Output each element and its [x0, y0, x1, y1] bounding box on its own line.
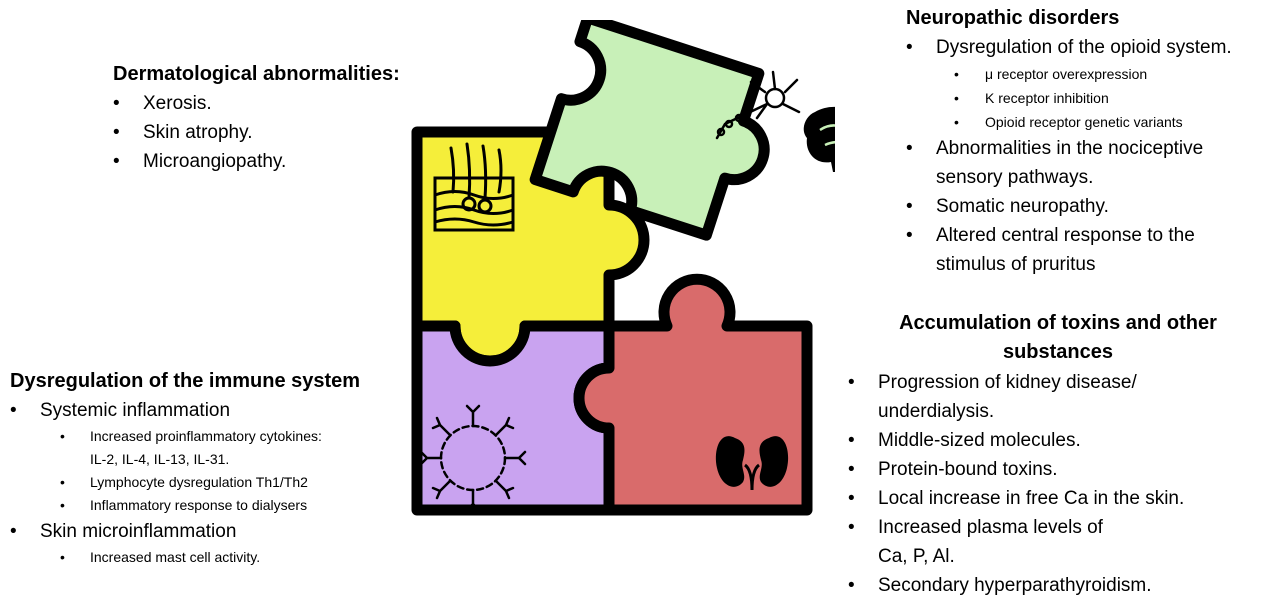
list-item: Secondary hyperparathyroidism.: [848, 571, 1268, 600]
list-item-line: Ca, P, Al.: [878, 546, 955, 567]
green-puzzle-piece: [529, 20, 770, 241]
sub-list-item-line: IL-2, IL-4, IL-13, IL-31.: [90, 451, 230, 467]
sub-list-item: Increased proinflammatory cytokines: IL-…: [10, 425, 410, 471]
toxins-title-line: Accumulation of toxins and other: [899, 312, 1217, 334]
list-item: Microangiopathy.: [113, 147, 400, 176]
immune-list: Systemic inflammation Increased proinfla…: [10, 396, 410, 569]
list-item: Progression of kidney disease/ underdial…: [848, 368, 1268, 426]
dermatological-title: Dermatological abnormalities:: [113, 63, 400, 85]
list-item: Skin atrophy.: [113, 118, 400, 147]
list-item: Local increase in free Ca in the skin.: [848, 484, 1268, 513]
sub-list-item: Increased mast cell activity.: [10, 546, 410, 569]
puzzle-graphic: [411, 20, 835, 516]
immune-title: Dysregulation of the immune system: [10, 370, 361, 392]
list-item-line: stimulus of pruritus: [936, 254, 1096, 275]
sub-list-item: μ receptor overexpression: [906, 62, 1274, 86]
immune-section: Dysregulation of the immune system Syste…: [10, 367, 410, 569]
list-item-line: underdialysis.: [878, 401, 995, 422]
toxins-section: Accumulation of toxins and other substan…: [848, 309, 1268, 600]
list-item: Systemic inflammation: [10, 396, 410, 425]
skin-layers-icon: [433, 142, 515, 232]
sub-list-item-line: Increased proinflammatory cytokines:: [90, 428, 322, 444]
sub-list-item: Opioid receptor genetic variants: [906, 110, 1274, 134]
list-item: Protein-bound toxins.: [848, 455, 1268, 484]
neuropathic-list: Dysregulation of the opioid system. μ re…: [906, 33, 1274, 279]
list-item-line: Progression of kidney disease/: [878, 372, 1137, 393]
antibody-cell-icon: [419, 404, 527, 512]
list-item-line: sensory pathways.: [936, 167, 1094, 188]
neuron-icon: [715, 70, 801, 140]
list-item: Abnormalities in the nociceptive sensory…: [906, 134, 1274, 192]
list-item: Altered central response to the stimulus…: [906, 221, 1274, 279]
list-item: Increased plasma levels of Ca, P, Al.: [848, 513, 1268, 571]
red-puzzle-piece: [573, 273, 813, 516]
list-item: Middle-sized molecules.: [848, 426, 1268, 455]
list-item: Skin microinflammation: [10, 517, 410, 546]
toxins-list: Progression of kidney disease/ underdial…: [848, 368, 1268, 600]
toxins-title: Accumulation of toxins and other substan…: [848, 309, 1268, 367]
list-item-line: Altered central response to the: [936, 225, 1195, 246]
kidney-icon: [715, 436, 789, 491]
neuropathic-section: Neuropathic disorders Dysregulation of t…: [906, 4, 1274, 279]
sub-list-item: K receptor inhibition: [906, 86, 1274, 110]
list-item: Somatic neuropathy.: [906, 192, 1274, 221]
list-item-line: Increased plasma levels of: [878, 517, 1103, 538]
list-item: Xerosis.: [113, 89, 400, 118]
list-item-line: Abnormalities in the nociceptive: [936, 138, 1204, 159]
dermatological-section: Dermatological abnormalities: Xerosis. S…: [113, 60, 400, 176]
list-item: Dysregulation of the opioid system.: [906, 33, 1274, 62]
toxins-title-line: substances: [1002, 341, 1114, 363]
sub-list-item: Lymphocyte dysregulation Th1/Th2: [10, 471, 410, 494]
sub-list-item: Inflammatory response to dialysers: [10, 494, 410, 517]
brain-icon: [803, 107, 835, 172]
dermatological-list: Xerosis. Skin atrophy. Microangiopathy.: [113, 89, 400, 176]
neuropathic-title: Neuropathic disorders: [906, 7, 1120, 29]
